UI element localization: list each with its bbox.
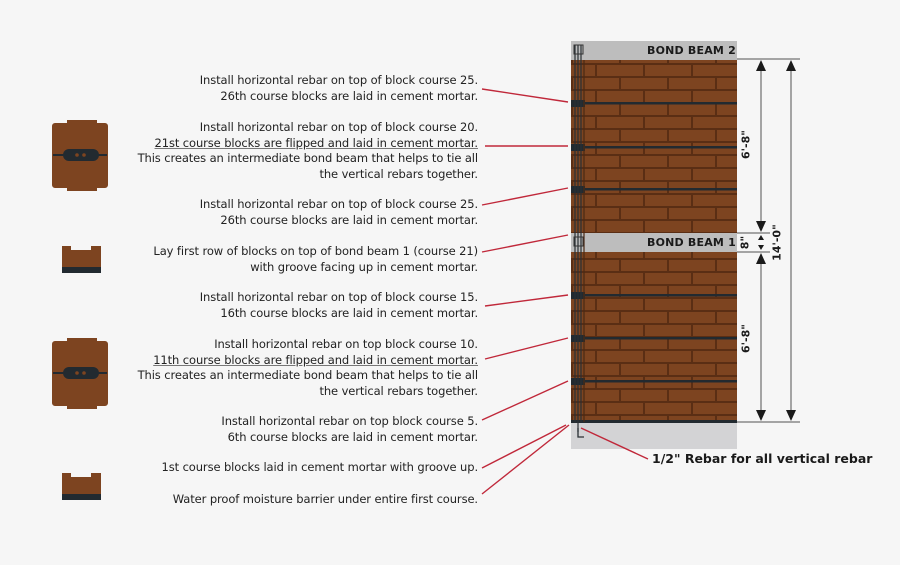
grooved-block-icon-1 [62, 246, 101, 273]
note-line: Install horizontal rebar on top block co… [221, 414, 478, 428]
dimension-upper: 6'-8" [739, 130, 753, 159]
lower-wall-bricks [571, 251, 737, 422]
note-line: 26th course blocks are laid in cement mo… [220, 212, 478, 227]
flipped-block-icon-2 [52, 338, 108, 409]
note-bond-beam-1: Lay first row of blocks on top of bond b… [153, 244, 478, 275]
note-line-underlined: 21st course blocks are flipped and laid … [154, 135, 479, 150]
note-line: Water proof moisture barrier under entir… [172, 492, 478, 506]
note-line: Install horizontal rebar on top of block… [199, 290, 478, 304]
bond-beam-rebar-icon [573, 44, 584, 247]
bond-beam-1-label: BOND BEAM 1 [647, 236, 736, 249]
note-line: the vertical rebars together. [319, 383, 478, 398]
note-line: This creates an intermediate bond beam t… [137, 368, 479, 382]
vertical-rebar-label: 1/2" Rebar for all vertical rebar [652, 451, 873, 466]
note-line: Install horizontal rebar on top of block… [199, 197, 478, 211]
note-course25-lower: Install horizontal rebar on top of block… [200, 197, 478, 228]
dimension-arrows [756, 60, 796, 421]
note-course1: 1st course blocks laid in cement mortar … [161, 460, 479, 476]
note-course25-top: Install horizontal rebar on top of block… [200, 73, 478, 104]
note-line: 1st course blocks laid in cement mortar … [161, 460, 479, 474]
bond-beam-2 [571, 41, 737, 60]
dimension-lines [737, 58, 800, 423]
grooved-block-icon-2 [62, 473, 101, 500]
note-course5: Install horizontal rebar on top block co… [221, 414, 478, 445]
note-moisture-barrier: Water proof moisture barrier under entir… [173, 492, 478, 508]
dimension-lower: 6'-8" [739, 324, 753, 353]
note-line: Install horizontal rebar on top of block… [199, 73, 478, 87]
note-line: Install horizontal rebar on top of block… [199, 120, 478, 134]
note-line: 16th course blocks are laid in cement mo… [220, 305, 478, 320]
dimension-bond-beam: 8" [738, 235, 752, 250]
note-line: This creates an intermediate bond beam t… [137, 151, 479, 165]
moisture-barrier [571, 420, 737, 423]
note-line-underlined: 11th course blocks are flipped and laid … [153, 352, 478, 367]
note-course10: Install horizontal rebar on top block co… [137, 337, 479, 399]
bond-beam-2-label: BOND BEAM 2 [647, 44, 736, 57]
note-line: Lay first row of blocks on top of bond b… [153, 244, 478, 258]
leader-lines [481, 88, 649, 495]
dimension-total: 14'-0" [770, 224, 784, 261]
note-line: the vertical rebars together. [319, 166, 478, 181]
note-line: 26th course blocks are laid in cement mo… [220, 88, 478, 103]
note-line: 6th course blocks are laid in cement mor… [227, 429, 479, 444]
vertical-rebar [574, 45, 585, 432]
note-line: with groove facing up in cement mortar. [250, 259, 478, 274]
flipped-block-icon-1 [52, 120, 108, 191]
note-course15: Install horizontal rebar on top of block… [200, 290, 478, 321]
note-course20: Install horizontal rebar on top of block… [137, 120, 479, 182]
note-line: Install horizontal rebar on top block co… [214, 337, 478, 351]
bond-beam-1 [571, 233, 737, 252]
